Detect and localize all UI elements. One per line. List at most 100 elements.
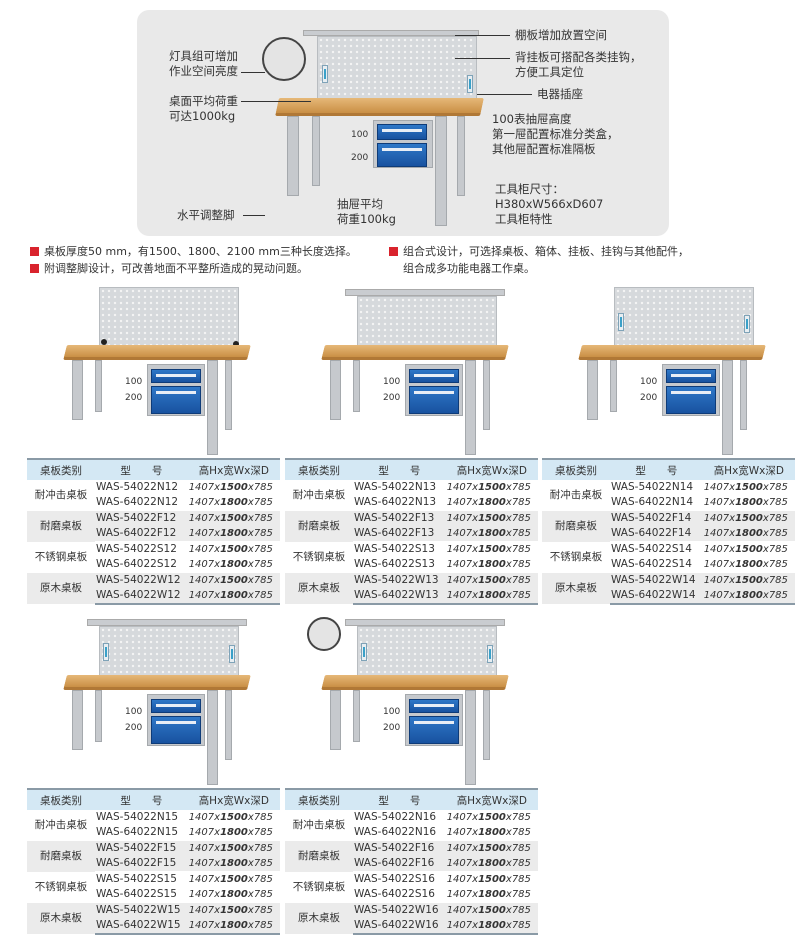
model-number: WAS-54022N16 (354, 811, 437, 823)
width-value: 1800 (478, 920, 506, 931)
model-number: WAS-64022N13 (353, 495, 446, 511)
column-header: 型 号 (95, 788, 188, 810)
drawer-label-200: 200 (383, 723, 401, 733)
width-value: 1800 (220, 590, 248, 601)
board-type: 不锈钢桌板 (549, 550, 603, 563)
width-value: 1800 (478, 827, 506, 838)
board-type: 耐冲击桌板 (292, 818, 346, 831)
leg (330, 690, 341, 750)
annotation-text: 电器插座 (537, 87, 583, 101)
workbench-illustration: 100 200 (27, 285, 280, 455)
model-number: WAS-54022W16 (353, 902, 446, 918)
pegboard (99, 626, 239, 678)
drawer (666, 369, 716, 383)
board-type: 耐磨桌板 (27, 840, 95, 872)
socket-icon (487, 645, 493, 663)
drawer (409, 716, 459, 744)
drawer-label-100: 100 (383, 707, 401, 717)
annotation-text: 抽屉平均 (337, 197, 383, 211)
annotation-load: 桌面平均荷重可达1000kg (169, 94, 238, 124)
model-number: WAS-54022S13 (354, 543, 435, 555)
width-value: 1500 (735, 575, 763, 586)
annotation-text: 可达1000kg (169, 109, 236, 123)
dimensions: 1407x1800x785 (445, 825, 538, 841)
leader-line (455, 35, 510, 36)
dimensions: 1407x1500x785 (445, 510, 538, 526)
width-value: 1800 (478, 559, 506, 570)
width-value: 1500 (478, 482, 506, 493)
drawer-label-100: 100 (351, 130, 369, 140)
feature-bullet-cont: 组合成多功能电器工作桌。 (403, 261, 535, 277)
column-header: 型 号 (353, 788, 446, 810)
annotation-text: 水平调整脚 (177, 208, 235, 222)
shelf (345, 289, 505, 296)
board-type: 不锈钢桌板 (34, 880, 88, 893)
leg (312, 116, 320, 186)
column-header: 桌板类别 (542, 458, 610, 480)
leg (353, 690, 360, 742)
annotation-text: 第一屉配置标准分类盒， (492, 127, 619, 141)
leg (72, 690, 83, 750)
dimensions: 1407x1800x785 (187, 887, 280, 903)
leader-line (241, 72, 265, 73)
dimensions: 1407x1800x785 (702, 495, 795, 511)
leg (225, 360, 232, 430)
model-number: WAS-54022S16 (354, 873, 435, 885)
board-type: 耐冲击桌板 (292, 488, 346, 501)
model-number: WAS-54022F15 (95, 840, 188, 856)
dimensions: 1407x1800x785 (187, 825, 280, 841)
column-header: 桌板类别 (285, 788, 353, 810)
drawer (151, 369, 201, 383)
leg (72, 360, 83, 420)
width-value: 1500 (478, 544, 506, 555)
table-head: 桌板类别型 号高Hx宽Wx深D (542, 458, 795, 480)
drawer-label-200: 200 (125, 393, 143, 403)
pegboard (317, 36, 477, 106)
drawer (409, 386, 459, 414)
board-type: 耐磨桌板 (285, 840, 353, 872)
leg (610, 360, 617, 412)
dimensions: 1407x1800x785 (445, 856, 538, 872)
column-header: 桌板类别 (27, 458, 95, 480)
shelf (303, 30, 479, 36)
leader-line (477, 94, 532, 95)
feature-bullet: 附调整脚设计，可改善地面不平整所造成的晃动问题。 (30, 261, 308, 277)
model-number: WAS-64022W12 (95, 588, 188, 605)
column-header: 高Hx宽Wx深D (187, 788, 280, 810)
annotation-socket: 电器插座 (537, 87, 583, 102)
model-number: WAS-64022N15 (95, 825, 188, 841)
leg (457, 116, 465, 196)
pegboard (99, 287, 239, 348)
width-value: 1800 (220, 889, 248, 900)
dimensions: 1407x1800x785 (445, 526, 538, 542)
board-type: 耐冲击桌板 (549, 488, 603, 501)
drawer (151, 699, 201, 713)
annotation-text: 方便工具定位 (515, 65, 584, 79)
annotation-text: 灯具组可增加 (169, 49, 238, 63)
width-value: 1500 (220, 905, 248, 916)
width-value: 1500 (735, 482, 763, 493)
width-value: 1500 (478, 905, 506, 916)
drawer-label-200: 200 (351, 153, 369, 163)
workbench-illustration: 100 200 (137, 10, 669, 236)
dimensions: 1407x1500x785 (702, 572, 795, 588)
drawer-label-100: 100 (125, 377, 143, 387)
